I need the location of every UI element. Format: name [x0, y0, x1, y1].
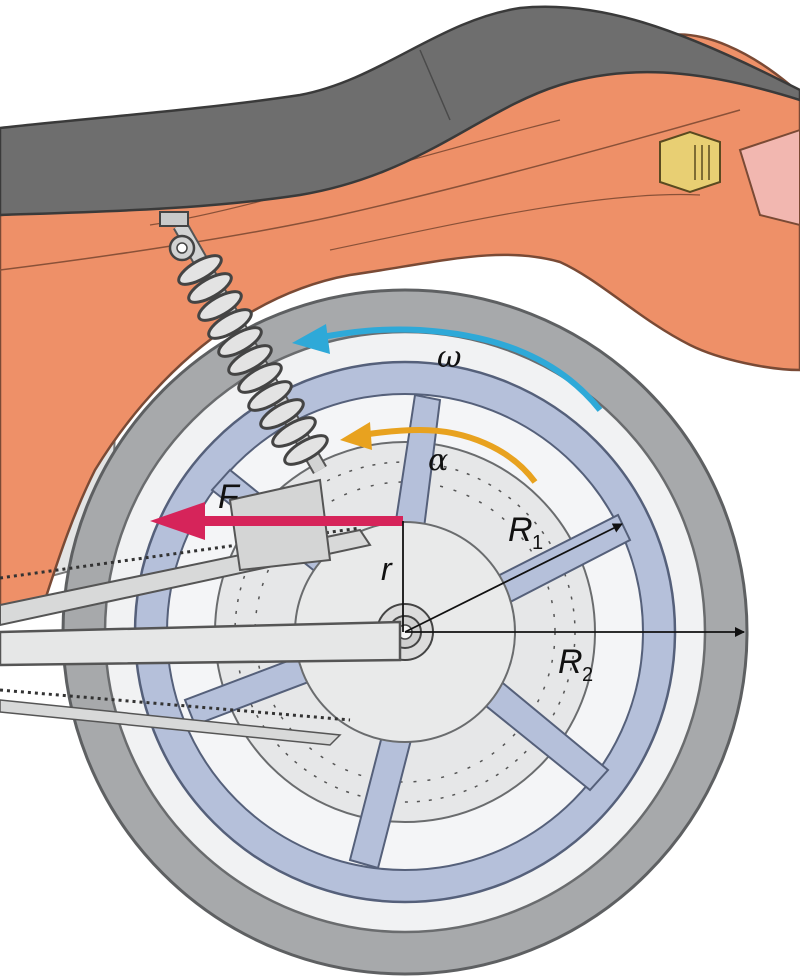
- radius-r2-subscript: 2: [582, 664, 593, 686]
- force-arrow: [150, 502, 403, 540]
- radius-r1-subscript: 1: [532, 532, 543, 554]
- radius-r1-label: R 1: [508, 511, 543, 554]
- force-label: F: [218, 478, 241, 516]
- radius-r1-arrow: [404, 523, 623, 633]
- seat: [0, 5, 800, 217]
- alpha-arrow: [340, 422, 538, 484]
- radius-lines: [402, 521, 745, 637]
- shock-absorber: [159, 211, 329, 474]
- radius-r2-letter: R: [558, 643, 583, 681]
- radius-r-label: r: [381, 551, 393, 587]
- omega-label: ω: [437, 340, 461, 375]
- alpha-label: α: [428, 443, 448, 478]
- radius-r1-letter: R: [508, 511, 533, 549]
- omega-arrow: [292, 324, 603, 412]
- tail-light-badge: [659, 130, 721, 194]
- radius-r2-label: R 2: [558, 643, 593, 686]
